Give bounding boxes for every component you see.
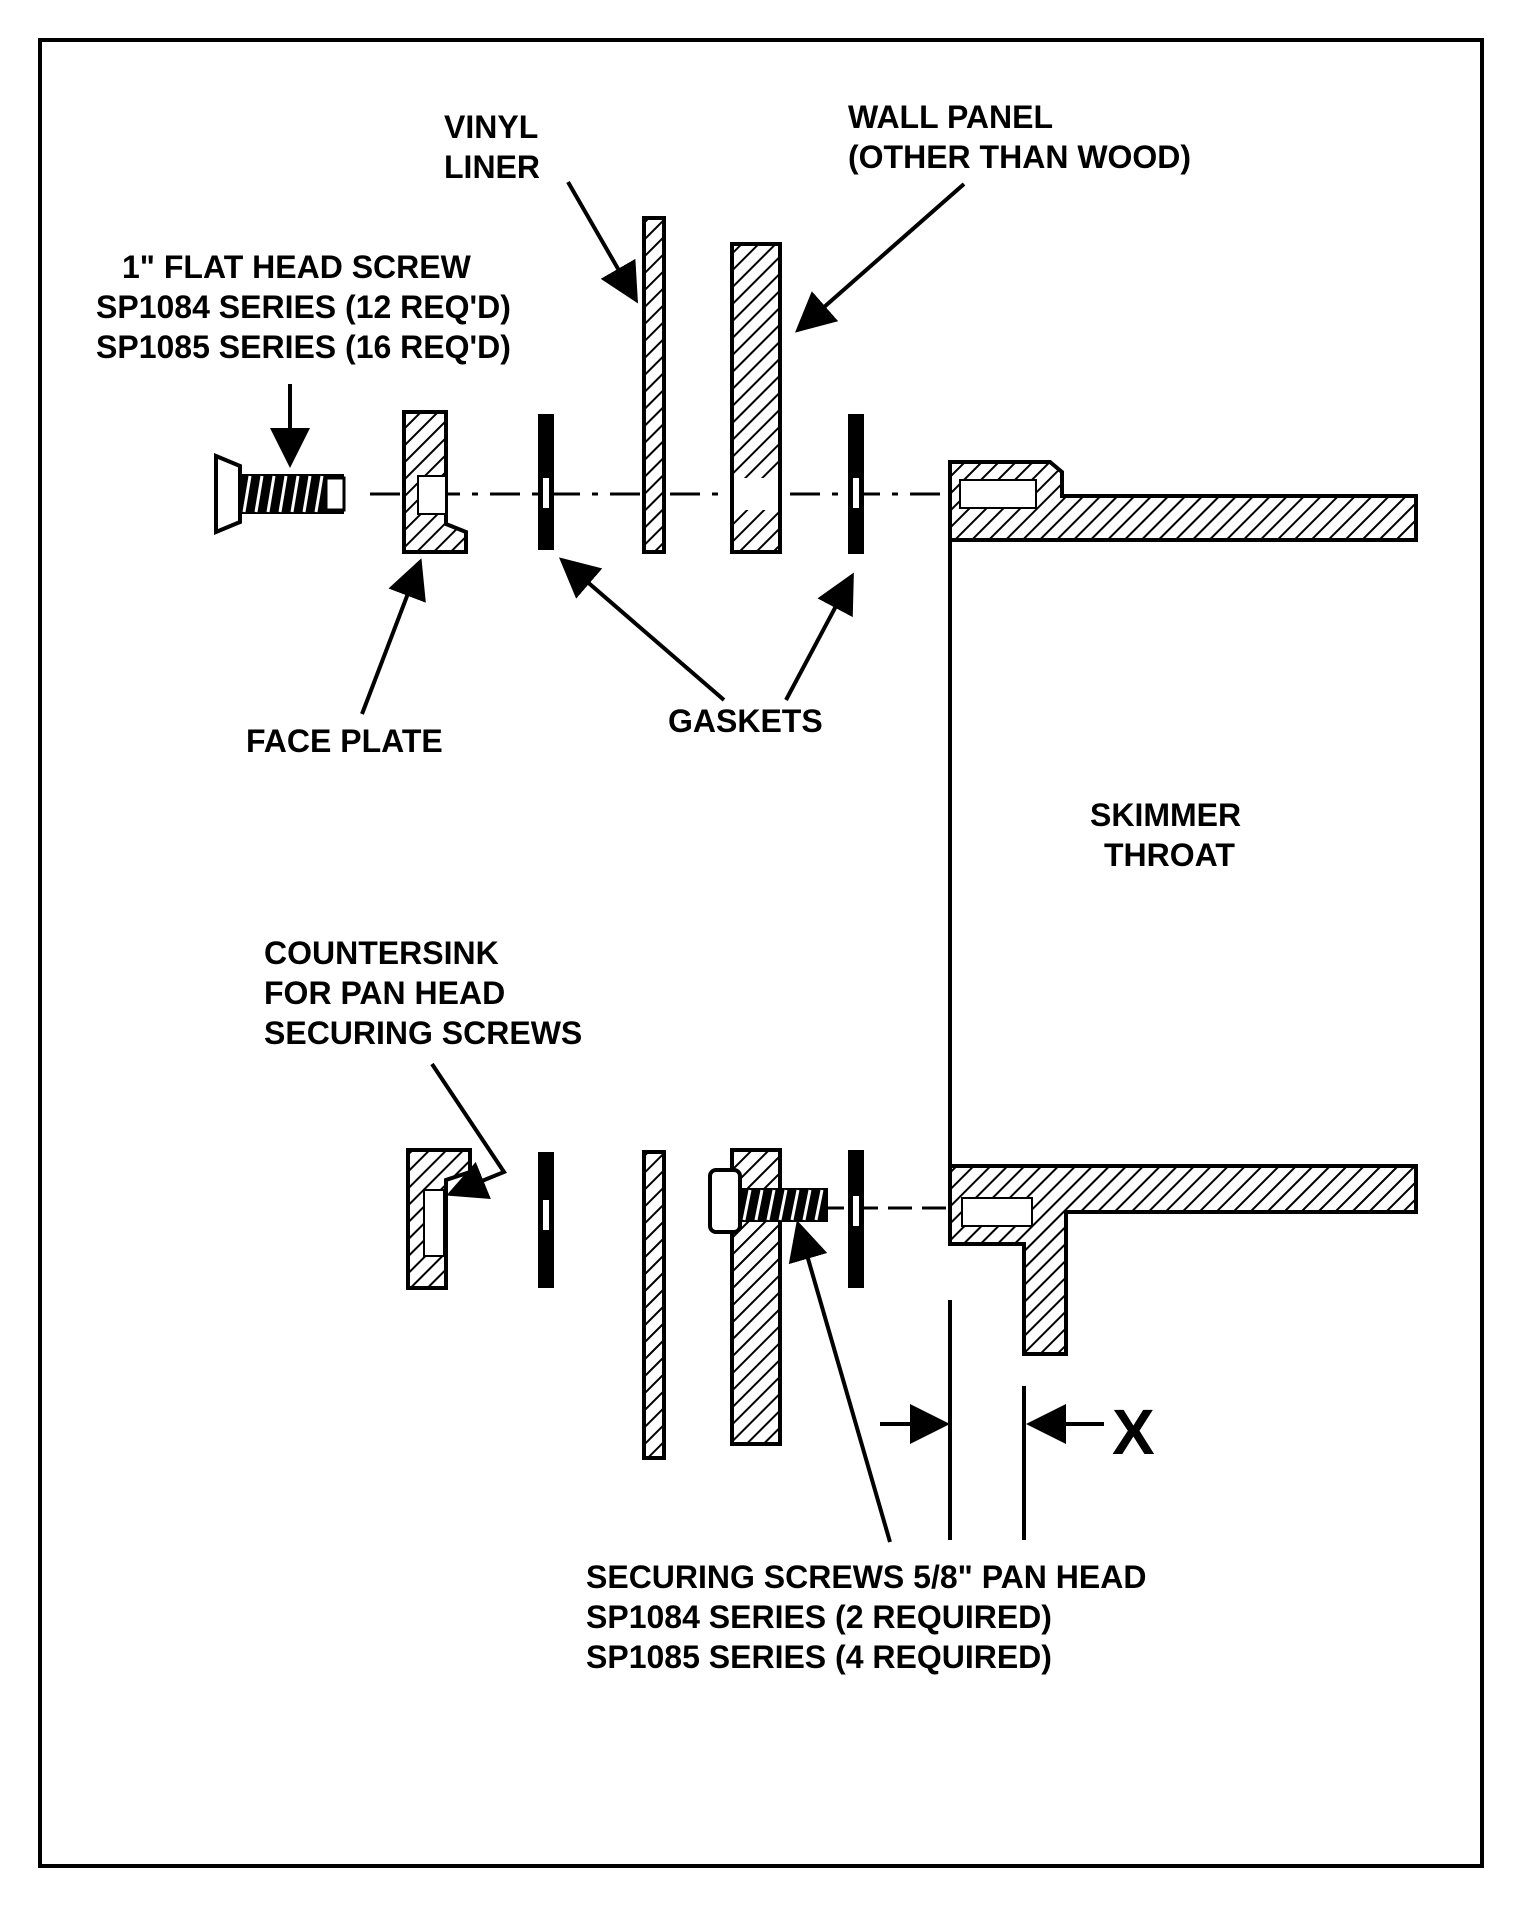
leader-lines [270,181,966,1543]
face-plate-leader [360,558,426,715]
diagram-frame [38,38,1484,1868]
vinyl-liner-top [642,216,666,554]
svg-text:WALL PANEL: WALL PANEL [848,99,1053,135]
skimmer-throat-bottom-wall [948,1164,1418,1356]
face-plate-bottom [406,1148,472,1290]
securing-screws-leader [788,1220,892,1543]
gasket-leader-1 [558,557,726,702]
dimension-x: X [880,1300,1155,1540]
svg-text:LINER: LINER [444,149,540,185]
label-skimmer-throat: SKIMMER THROAT [1090,797,1241,873]
gasket-leader-2 [784,572,854,701]
svg-text:THROAT: THROAT [1104,837,1235,873]
face-plate-top [402,410,468,554]
svg-text:SP1085 SERIES (4 REQUIRED): SP1085 SERIES (4 REQUIRED) [586,1639,1052,1675]
label-face-plate: FACE PLATE [246,723,443,759]
label-gaskets: GASKETS [668,703,823,739]
svg-text:(OTHER THAN WOOD): (OTHER THAN WOOD) [848,139,1191,175]
vinyl-liner-leader [566,181,638,304]
dimension-x-label: X [1112,1396,1155,1468]
svg-text:SP1084 SERIES (2 REQUIRED): SP1084 SERIES (2 REQUIRED) [586,1599,1052,1635]
label-wall-panel: WALL PANEL (OTHER THAN WOOD) [848,99,1191,175]
label-flat-head-screw: 1" FLAT HEAD SCREW SP1084 SERIES (12 REQ… [96,249,511,365]
flat-head-screw [214,453,346,535]
label-countersink: COUNTERSINK FOR PAN HEAD SECURING SCREWS [264,935,582,1051]
svg-text:COUNTERSINK: COUNTERSINK [264,935,499,971]
svg-text:SP1084 SERIES (12 REQ'D): SP1084 SERIES (12 REQ'D) [96,289,511,325]
pan-head-screw [708,1168,828,1234]
wall-panel-leader [794,182,966,333]
vinyl-liner-bottom [642,1150,666,1460]
svg-text:SECURING SCREWS 5/8" PAN HEAD: SECURING SCREWS 5/8" PAN HEAD [586,1559,1146,1595]
svg-text:VINYL: VINYL [444,109,538,145]
svg-text:FOR PAN HEAD: FOR PAN HEAD [264,975,505,1011]
skimmer-throat-top-wall [948,460,1418,542]
svg-text:SECURING SCREWS: SECURING SCREWS [264,1015,582,1051]
svg-text:SP1085 SERIES (16 REQ'D): SP1085 SERIES (16 REQ'D) [96,329,511,365]
countersink-leader [430,1062,508,1199]
svg-text:1" FLAT HEAD SCREW: 1" FLAT HEAD SCREW [122,249,472,285]
label-vinyl-liner: VINYL LINER [444,109,540,185]
svg-text:SKIMMER: SKIMMER [1090,797,1241,833]
label-securing-screws: SECURING SCREWS 5/8" PAN HEAD SP1084 SER… [586,1559,1146,1675]
wall-panel-top [730,242,782,554]
